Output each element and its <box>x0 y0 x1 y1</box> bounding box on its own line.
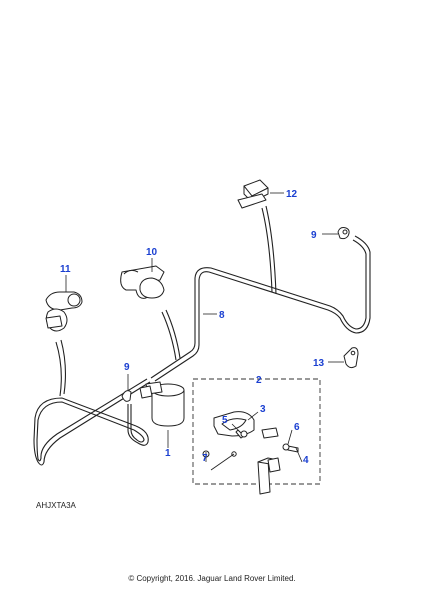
callout-7: 7 <box>202 453 208 464</box>
callout-9-lower: 9 <box>124 362 130 373</box>
pipe-clip-lower <box>121 390 132 402</box>
callout-9-upper: 9 <box>311 230 317 241</box>
callout-13: 13 <box>313 358 325 369</box>
callout-1: 1 <box>165 448 171 459</box>
callout-11: 11 <box>60 264 71 275</box>
callout-6: 6 <box>294 422 300 433</box>
canister-part <box>139 381 185 427</box>
pipe-bracket <box>343 347 359 369</box>
hose-lines <box>55 205 277 397</box>
callout-8: 8 <box>219 310 225 321</box>
leader-lines <box>65 192 344 471</box>
callout-4: 4 <box>303 455 309 466</box>
hardware-kit-box <box>192 378 321 495</box>
pipe-main <box>150 235 371 382</box>
pipe-clip-upper <box>337 227 350 240</box>
hose-connector <box>45 291 83 332</box>
diagram-reference-code: AHJXTA3A <box>36 501 76 510</box>
copyright-notice: © Copyright, 2016. Jaguar Land Rover Lim… <box>128 574 296 583</box>
callout-12: 12 <box>286 189 298 200</box>
callout-5: 5 <box>222 415 228 426</box>
callout-2: 2 <box>256 375 262 386</box>
pipe-lower-loop <box>33 378 151 466</box>
callout-10: 10 <box>146 247 158 258</box>
mounting-clip <box>237 179 269 209</box>
callout-3: 3 <box>260 404 266 415</box>
twin-pipe-clip <box>120 265 165 299</box>
